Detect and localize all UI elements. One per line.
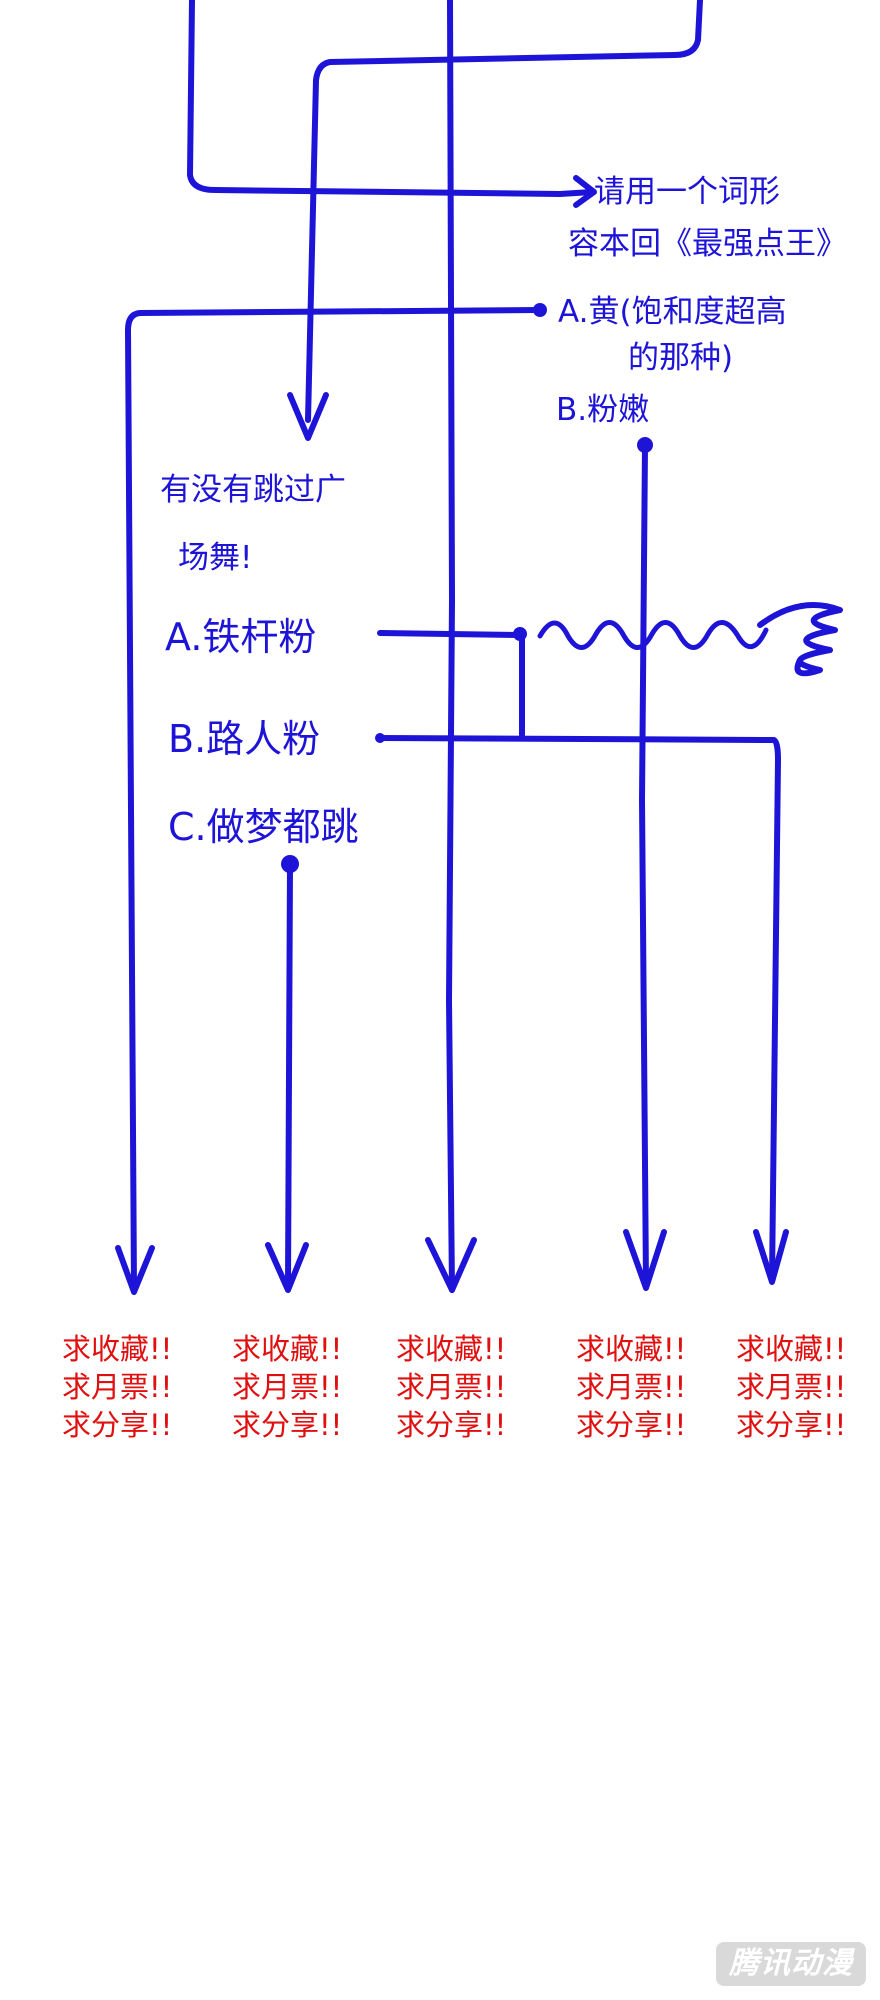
flow-line-top-left	[187, 0, 595, 197]
arrow-head-5	[753, 1229, 789, 1285]
cta-favorite: 求收藏!!	[576, 1332, 687, 1366]
cta-vote: 求月票!!	[62, 1370, 173, 1404]
node-dot-option-b-mid	[375, 733, 385, 743]
flow-line-option-c-mid	[285, 861, 293, 1288]
arrow-head-2	[265, 1242, 309, 1293]
ending-cta-1: 求收藏!! 求月票!! 求分享!!	[62, 1330, 172, 1444]
flow-line-center-long	[446, 0, 455, 1293]
cta-favorite: 求收藏!!	[396, 1332, 507, 1366]
arrow-head-3	[425, 1237, 477, 1293]
cta-favorite: 求收藏!!	[736, 1332, 847, 1366]
flow-line-top-right	[305, 0, 703, 423]
cta-vote: 求月票!!	[576, 1370, 687, 1404]
flow-line-option-a-top	[125, 307, 543, 1293]
flow-line-option-b-mid	[377, 735, 781, 1283]
scribble-knot	[757, 602, 843, 677]
ending-cta-2: 求收藏!! 求月票!! 求分享!!	[232, 1330, 342, 1444]
node-dot-option-a-mid	[513, 627, 527, 641]
cta-vote: 求月票!!	[396, 1370, 507, 1404]
cta-vote: 求月票!!	[736, 1370, 847, 1404]
ending-cta-3: 求收藏!! 求月票!! 求分享!!	[396, 1330, 506, 1444]
question-mid-option-a: A.铁杆粉	[165, 615, 316, 659]
cta-share: 求分享!!	[736, 1408, 847, 1442]
node-dot-option-a-top	[533, 303, 547, 317]
question-top-line2: 容本回《最强点王》	[568, 226, 847, 262]
arrow-head-1	[115, 1245, 155, 1295]
ending-cta-5: 求收藏!! 求月票!! 求分享!!	[736, 1330, 846, 1444]
cta-vote: 求月票!!	[232, 1370, 343, 1404]
cta-share: 求分享!!	[576, 1408, 687, 1442]
arrow-head-4	[623, 1229, 667, 1291]
question-mid-option-c: C.做梦都跳	[168, 805, 359, 849]
question-top-option-a-cont: 的那种)	[628, 340, 733, 376]
arrow-head-top	[573, 175, 597, 208]
node-dot-option-b-top	[637, 437, 653, 453]
question-top-option-b: B.粉嫩	[556, 392, 649, 428]
node-dot-option-c-mid	[281, 855, 299, 873]
flow-line-option-b-top	[639, 442, 649, 1288]
flow-line-option-a-mid	[377, 630, 523, 638]
question-top-option-a: A.黄(饱和度超高	[558, 294, 787, 330]
cta-share: 求分享!!	[62, 1408, 173, 1442]
cta-favorite: 求收藏!!	[232, 1332, 343, 1366]
cta-share: 求分享!!	[232, 1408, 343, 1442]
question-top-line1: →请用一个词形	[568, 174, 780, 210]
scribble-line	[537, 620, 769, 650]
watermark-logo: 腾讯动漫	[716, 1942, 866, 1986]
question-mid-line2: 场舞!	[178, 540, 252, 576]
cta-share: 求分享!!	[396, 1408, 507, 1442]
ending-cta-4: 求收藏!! 求月票!! 求分享!!	[576, 1330, 686, 1444]
arrow-head-question-mid	[287, 392, 329, 441]
question-mid-option-b: B.路人粉	[168, 717, 320, 761]
question-mid-line1: 有没有跳过广	[160, 472, 346, 508]
cta-favorite: 求收藏!!	[62, 1332, 173, 1366]
